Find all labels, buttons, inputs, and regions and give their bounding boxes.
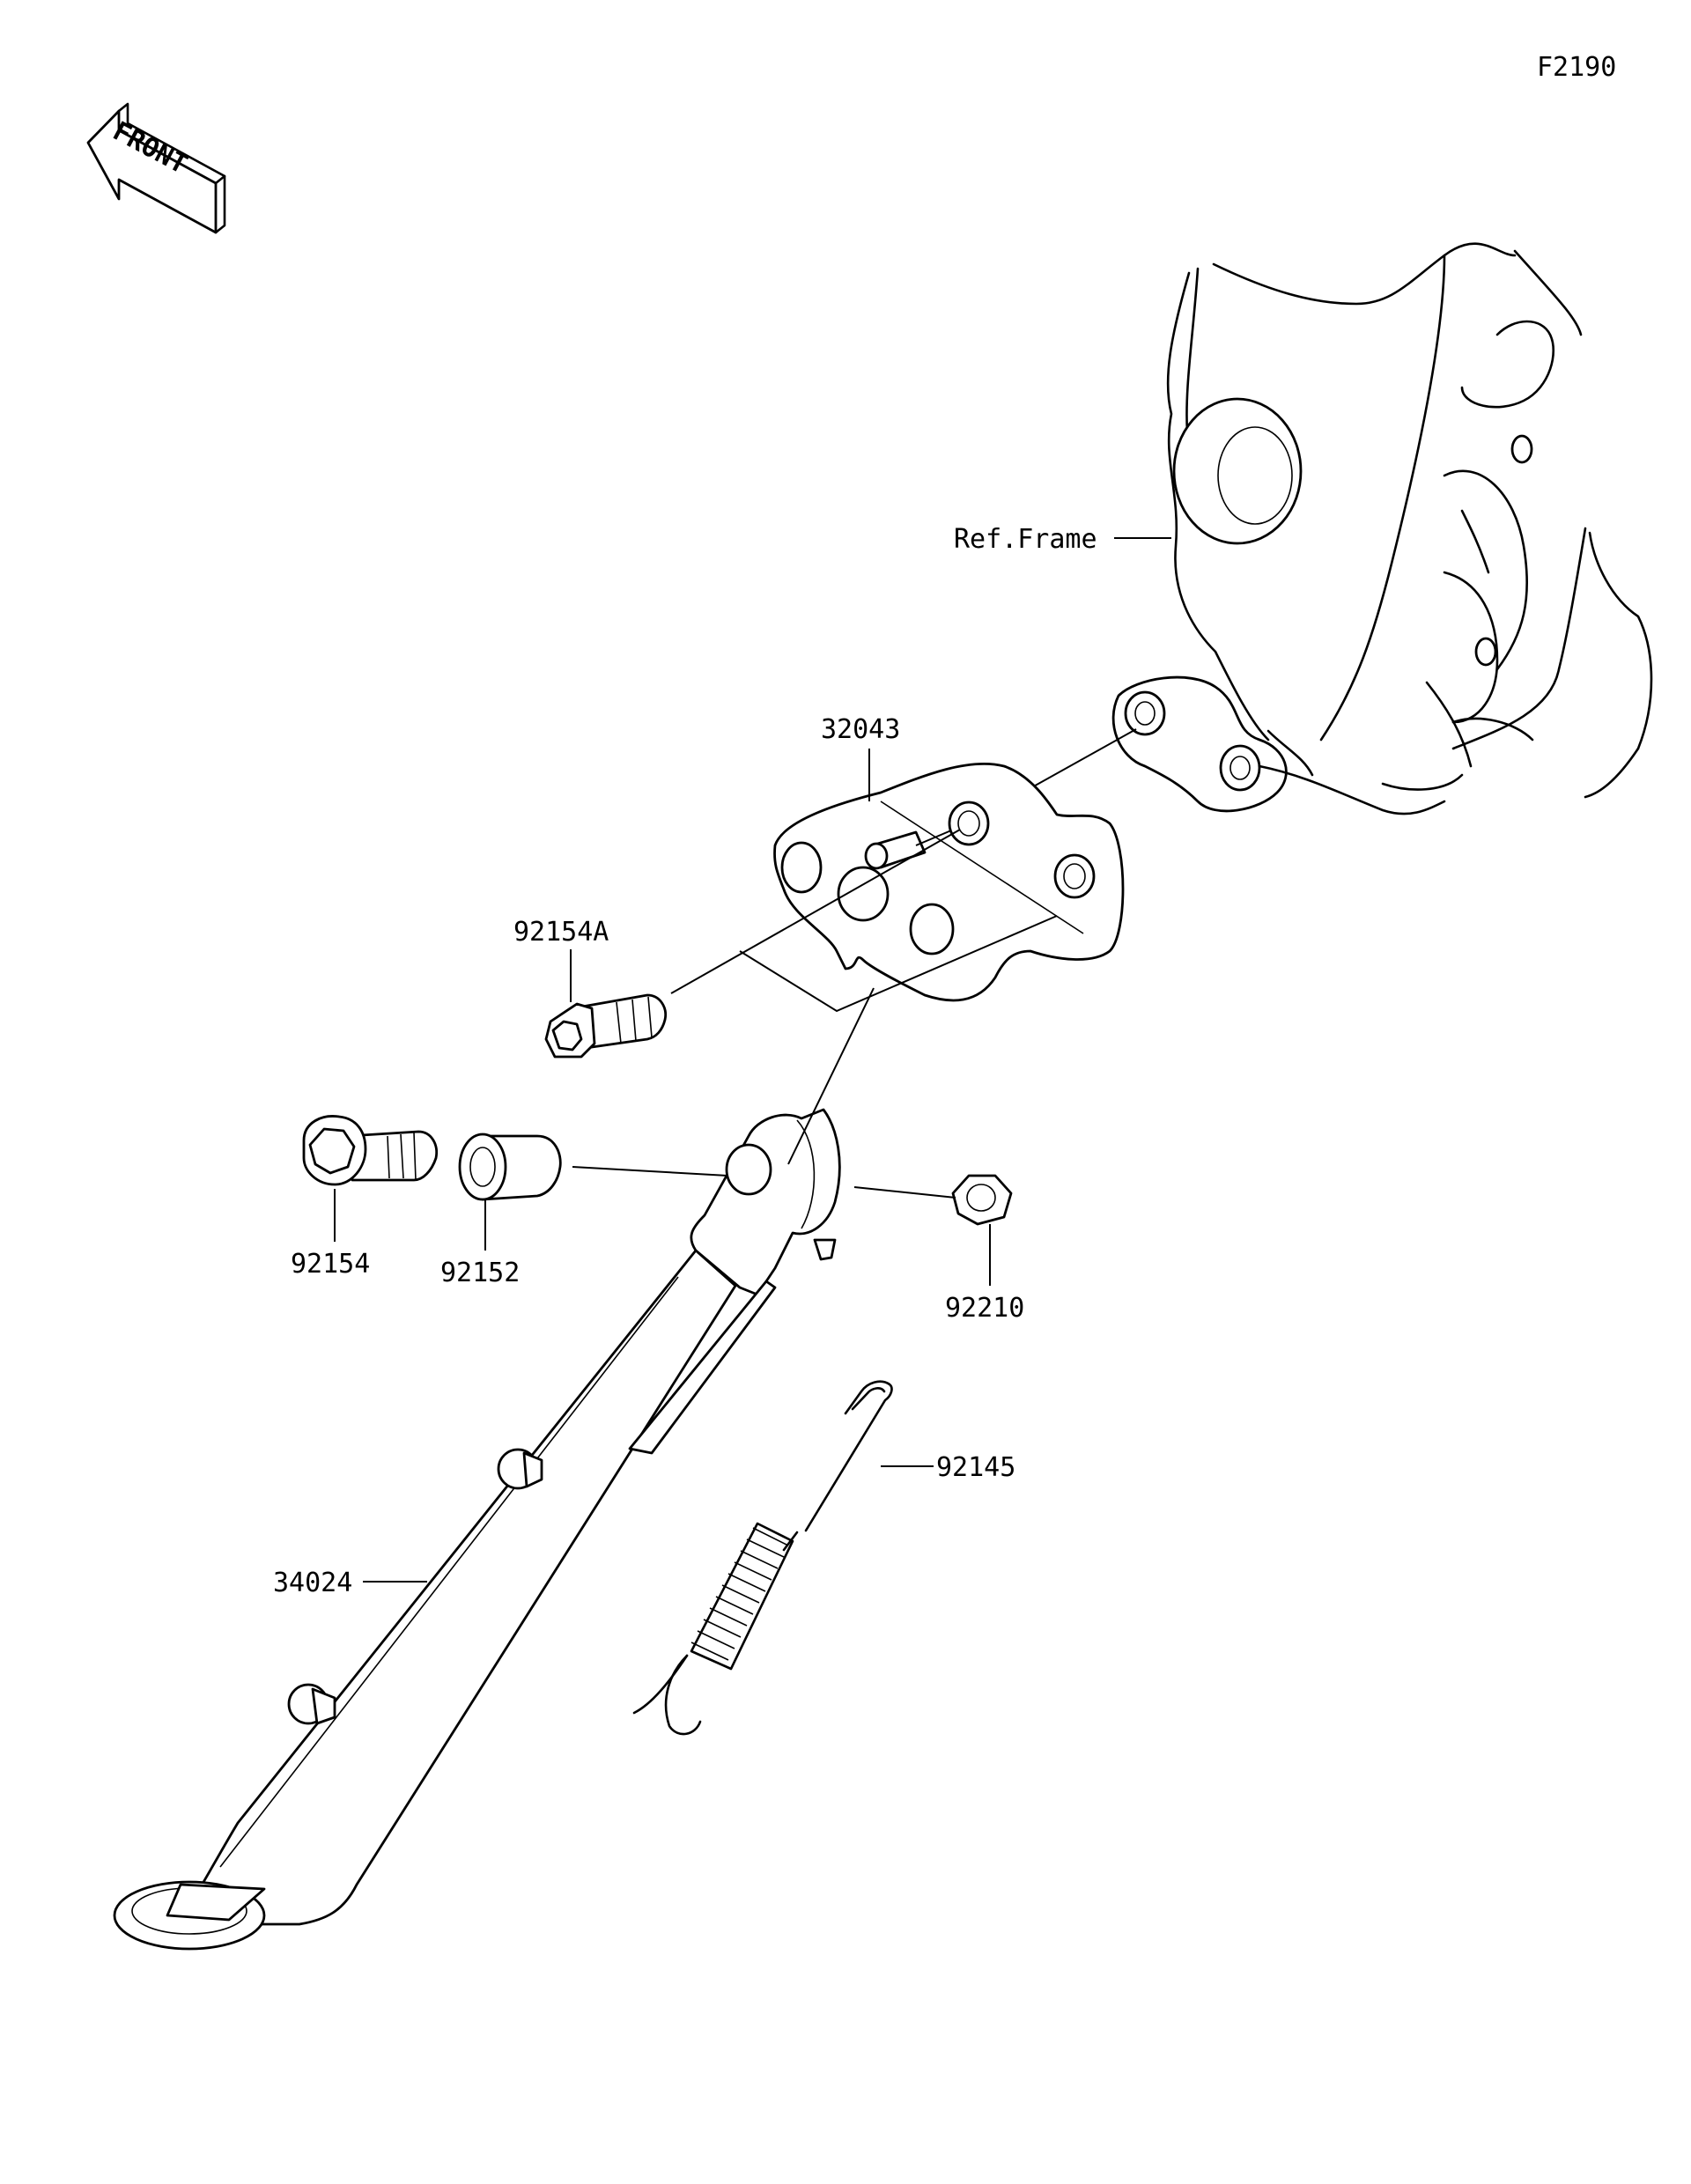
label-spring: 92145 [936,1452,1015,1483]
frame-ref [1111,242,1653,815]
nut-92210-icon [951,1174,1013,1226]
side-stand-34024 [113,1108,841,1951]
label-nut: 92210 [945,1293,1024,1324]
label-ref-frame: Ref.Frame [954,524,1097,555]
spring-92145-icon [632,1380,893,1736]
label-collar: 92152 [440,1258,520,1288]
collar-92152-icon [458,1133,562,1201]
label-bolt: 92154 [291,1249,370,1280]
bolt-92154a-icon [544,993,668,1059]
bracket-32043 [773,763,1125,1002]
spring-coil [690,1522,794,1671]
front-arrow-icon: FRONT [86,102,226,234]
label-stand: 34024 [273,1568,352,1598]
label-bolt-a: 92154A [513,917,609,948]
diagram-id: F2190 [1537,52,1616,83]
label-bracket: 32043 [821,714,900,745]
bolt-92154-icon [302,1115,439,1186]
